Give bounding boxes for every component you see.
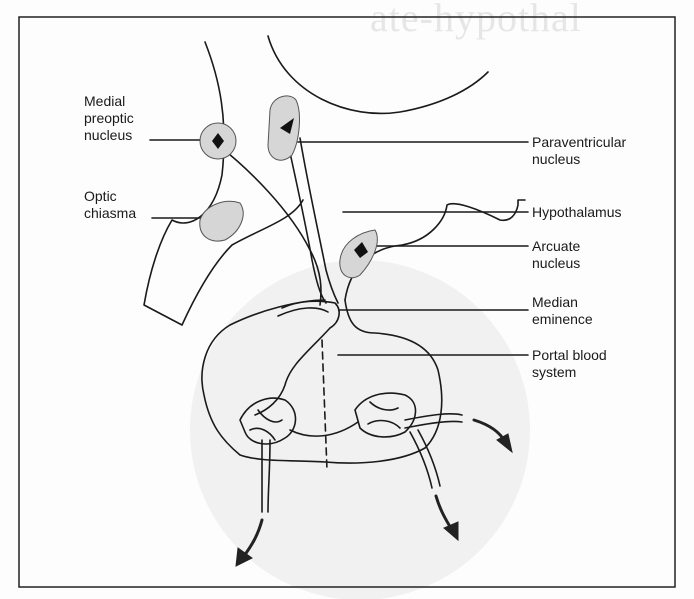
optic-chiasma-shape	[200, 201, 243, 241]
label-medial-preoptic-nucleus: Medial preoptic nucleus	[84, 93, 134, 144]
label-paraventricular-nucleus: Paraventricular nucleus	[532, 134, 626, 168]
background-disc	[190, 260, 530, 599]
label-arcuate-nucleus: Arcuate nucleus	[532, 238, 580, 272]
label-optic-chiasma: Optic chiasma	[84, 188, 136, 222]
label-median-eminence: Median eminence	[532, 294, 593, 328]
label-portal-blood-system: Portal blood system	[532, 347, 607, 381]
ventricle-outline	[268, 36, 488, 113]
label-hypothalamus: Hypothalamus	[532, 204, 622, 221]
